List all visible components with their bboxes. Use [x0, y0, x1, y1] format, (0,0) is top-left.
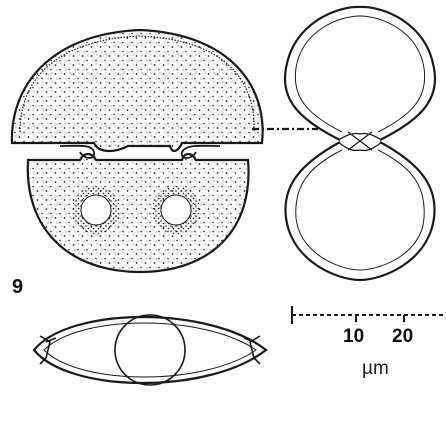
- pyrenoid-left-center: [81, 195, 111, 225]
- scale-bar: [292, 306, 444, 324]
- apical-view-left-pole: [40, 336, 56, 364]
- apical-view-central-body: [115, 315, 185, 385]
- front-view-cell: [12, 30, 263, 272]
- apical-view-outline: [34, 317, 266, 383]
- upper-semicell: [12, 30, 263, 151]
- figure-number: 9: [12, 276, 23, 299]
- scale-tick-label-20: 20: [392, 326, 413, 348]
- apical-view-cell: [34, 315, 266, 385]
- lower-semicell: [28, 154, 249, 272]
- apical-view-inner-wall: [44, 323, 256, 377]
- side-view-isthmus-detail: [338, 132, 382, 151]
- side-view-cell: [285, 7, 435, 280]
- side-view-upper-inner: [295, 16, 424, 132]
- pyrenoid-right-center: [161, 195, 191, 225]
- scale-tick-label-10: 10: [343, 326, 364, 348]
- side-view-lower-inner: [296, 150, 424, 270]
- side-view-upper-semicell: [285, 7, 435, 140]
- side-view-lower-semicell: [285, 142, 434, 280]
- scale-unit-label: µm: [362, 358, 389, 380]
